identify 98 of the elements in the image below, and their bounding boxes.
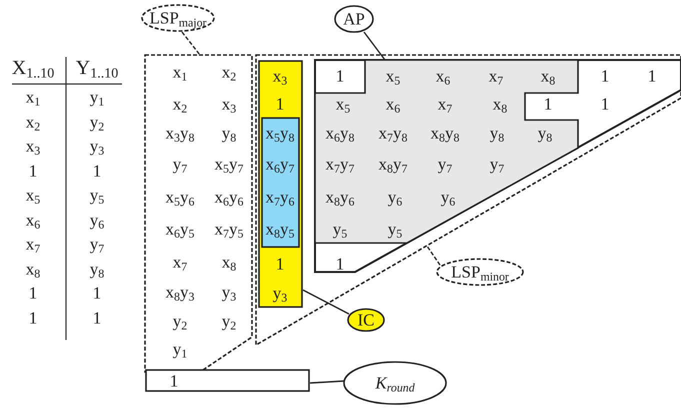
matrix-entry: x$_{6}$y$_{7}$	[266, 156, 294, 172]
table-cell: 1	[28, 162, 38, 179]
matrix-entry: x$_{7}$y$_{6}$	[266, 188, 294, 206]
leader-line	[426, 246, 441, 266]
matrix-entry: x$_{6}$y$_{8}$	[326, 124, 354, 142]
matrix-entry: 1	[336, 256, 344, 272]
matrix-entry: x$_{2}$	[222, 64, 236, 80]
matrix-entry: y$_{7}$	[438, 156, 452, 172]
matrix-entry: y$_{1}$	[172, 340, 188, 358]
table-cell: Y$_{1..10}$	[76, 58, 118, 78]
table-cell: 1	[28, 309, 38, 326]
callout-label: 1	[170, 372, 178, 389]
matrix-entry: x$_{8}$	[540, 68, 556, 84]
matrix-entry: y$_{8}$	[490, 124, 504, 142]
matrix-entry: x$_{7}$y$_{8}$	[378, 124, 408, 142]
callout-label: K$_{round}$	[375, 374, 415, 392]
matrix-entry: x$_{8}$	[492, 96, 508, 112]
callout-ellipse	[343, 361, 447, 405]
table-cell: y$_{5}$	[90, 186, 104, 204]
callout-ellipse	[436, 258, 524, 286]
matrix-entry: y$_{6}$	[388, 188, 402, 206]
shaded-region	[315, 60, 578, 243]
matrix-entry: x$_{3}$y$_{8}$	[166, 124, 194, 142]
matrix-entry: 1	[648, 68, 656, 84]
matrix-entry: y$_{5}$	[388, 220, 402, 238]
table-cell: x$_{8}$	[26, 260, 40, 277]
table-cell: 1	[92, 284, 102, 302]
table-cell: 1	[92, 162, 102, 179]
matrix-entry: x$_{7}$	[488, 68, 504, 84]
matrix-entry: x$_{3}$	[272, 68, 288, 84]
matrix-entry: x$_{8}$y$_{3}$	[166, 284, 194, 300]
table-cell: X$_{1..10}$	[12, 58, 54, 78]
table-cell: 1	[92, 309, 102, 326]
matrix-entry: 1	[600, 68, 610, 84]
table-cell: y$_{8}$	[90, 260, 104, 277]
matrix-entry: y$_{6}$	[440, 188, 456, 206]
callout-ellipse	[334, 5, 374, 33]
matrix-entry: x$_{8}$y$_{7}$	[378, 156, 408, 172]
table-cell: 1	[28, 284, 38, 302]
dashed-region	[145, 55, 252, 372]
matrix-entry: x$_{8}$y$_{8}$	[430, 124, 460, 142]
table-cell: x$_{7}$	[26, 236, 40, 252]
callout-ellipse	[141, 4, 215, 32]
callout-label: AP	[343, 10, 365, 28]
matrix-entry: x$_{7}$	[172, 254, 188, 270]
highlighted-column	[258, 60, 303, 308]
table-cell: x$_{3}$	[26, 138, 40, 154]
matrix-entry: x$_{5}$y$_{6}$	[166, 188, 194, 206]
leader-line	[363, 32, 386, 60]
table-cell: y$_{7}$	[90, 236, 104, 252]
matrix-entry: 1	[276, 256, 284, 272]
table-cell: y$_{3}$	[90, 138, 104, 154]
matrix-entry: x$_{7}$y$_{5}$	[214, 220, 244, 238]
matrix-entry: x$_{7}$y$_{7}$	[326, 156, 354, 172]
matrix-entry: x$_{2}$	[172, 96, 188, 112]
matrix-entry: 1	[544, 96, 552, 112]
matrix-entry: 1	[600, 96, 610, 112]
matrix-entry: x$_{5}$	[386, 68, 400, 84]
matrix-entry: x$_{6}$	[386, 96, 400, 112]
matrix-entry: x$_{3}$	[222, 96, 236, 112]
matrix-entry: y$_{3}$	[222, 284, 236, 300]
matrix-entry: 1	[276, 96, 284, 112]
callout-label: LSP$_{minor}$	[451, 264, 509, 280]
matrix-entry: y$_{7}$	[490, 156, 504, 172]
matrix-entry: x$_{7}$	[438, 96, 452, 112]
matrix-entry: y$_{2}$	[172, 312, 188, 330]
callout-label: IC	[358, 312, 374, 328]
callout-ellipse	[347, 308, 385, 332]
table-cell: y$_{2}$	[90, 113, 104, 130]
table-cell: y$_{6}$	[90, 211, 104, 228]
table-cell: x$_{5}$	[26, 186, 40, 204]
matrix-entry: x$_{8}$y$_{6}$	[326, 188, 354, 206]
matrix-entry: x$_{5}$y$_{8}$	[266, 124, 294, 142]
dashed-region	[256, 55, 681, 345]
matrix-entry: x$_{5}$	[336, 96, 350, 112]
table-cell: y$_{1}$	[90, 88, 104, 106]
matrix-entry: y$_{2}$	[222, 312, 236, 330]
matrix-entry: x$_{6}$	[436, 68, 450, 84]
matrix-entry: y$_{7}$	[172, 156, 188, 172]
leader-line	[181, 32, 201, 56]
matrix-entry: y$_{8}$	[222, 124, 236, 142]
matrix-entry: x$_{8}$y$_{5}$	[266, 220, 294, 238]
matrix-entry: x$_{5}$y$_{7}$	[214, 156, 244, 172]
table-cell: x$_{1}$	[26, 88, 40, 106]
matrix-entry: y$_{3}$	[272, 284, 288, 302]
leader-line	[302, 289, 350, 315]
matrix-entry: y$_{8}$	[538, 124, 552, 142]
matrix-entry: x$_{6}$y$_{5}$	[166, 220, 194, 238]
matrix-entry: x$_{1}$	[172, 64, 188, 80]
register-box	[145, 369, 310, 392]
matrix-entry: x$_{8}$	[222, 254, 236, 270]
matrix-entry: y$_{5}$	[332, 220, 348, 238]
table-cell: x$_{6}$	[26, 211, 40, 228]
matrix-entry: x$_{6}$y$_{6}$	[214, 188, 244, 206]
table-cell: x$_{2}$	[26, 113, 40, 130]
callout-label: LSP$_{major}$	[149, 10, 207, 26]
matrix-entry: 1	[336, 68, 344, 84]
leader-line	[310, 380, 344, 384]
